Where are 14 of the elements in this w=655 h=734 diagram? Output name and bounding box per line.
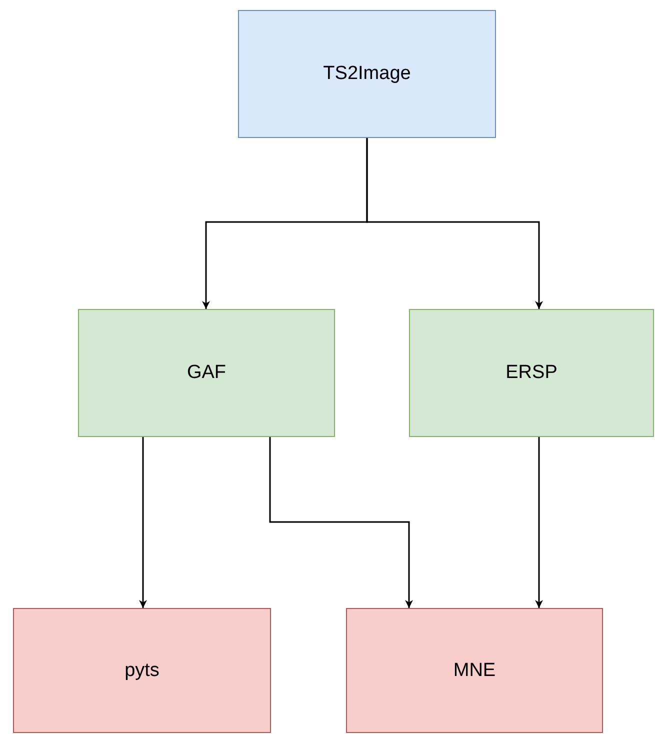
process-box <box>409 309 654 437</box>
arrow <box>366 138 543 309</box>
arrow <box>139 437 147 608</box>
box-label: MNE <box>453 660 496 682</box>
process-box <box>13 608 271 733</box>
process-box <box>238 10 496 138</box>
box-label: TS2Image <box>323 63 411 85</box>
box-label: ERSP <box>506 362 558 384</box>
process-box <box>346 608 603 733</box>
process-box <box>78 309 335 437</box>
arrow <box>269 437 413 608</box>
box-label: GAF <box>186 362 226 384</box>
box-label: pyts <box>124 660 160 682</box>
arrow <box>535 437 543 608</box>
